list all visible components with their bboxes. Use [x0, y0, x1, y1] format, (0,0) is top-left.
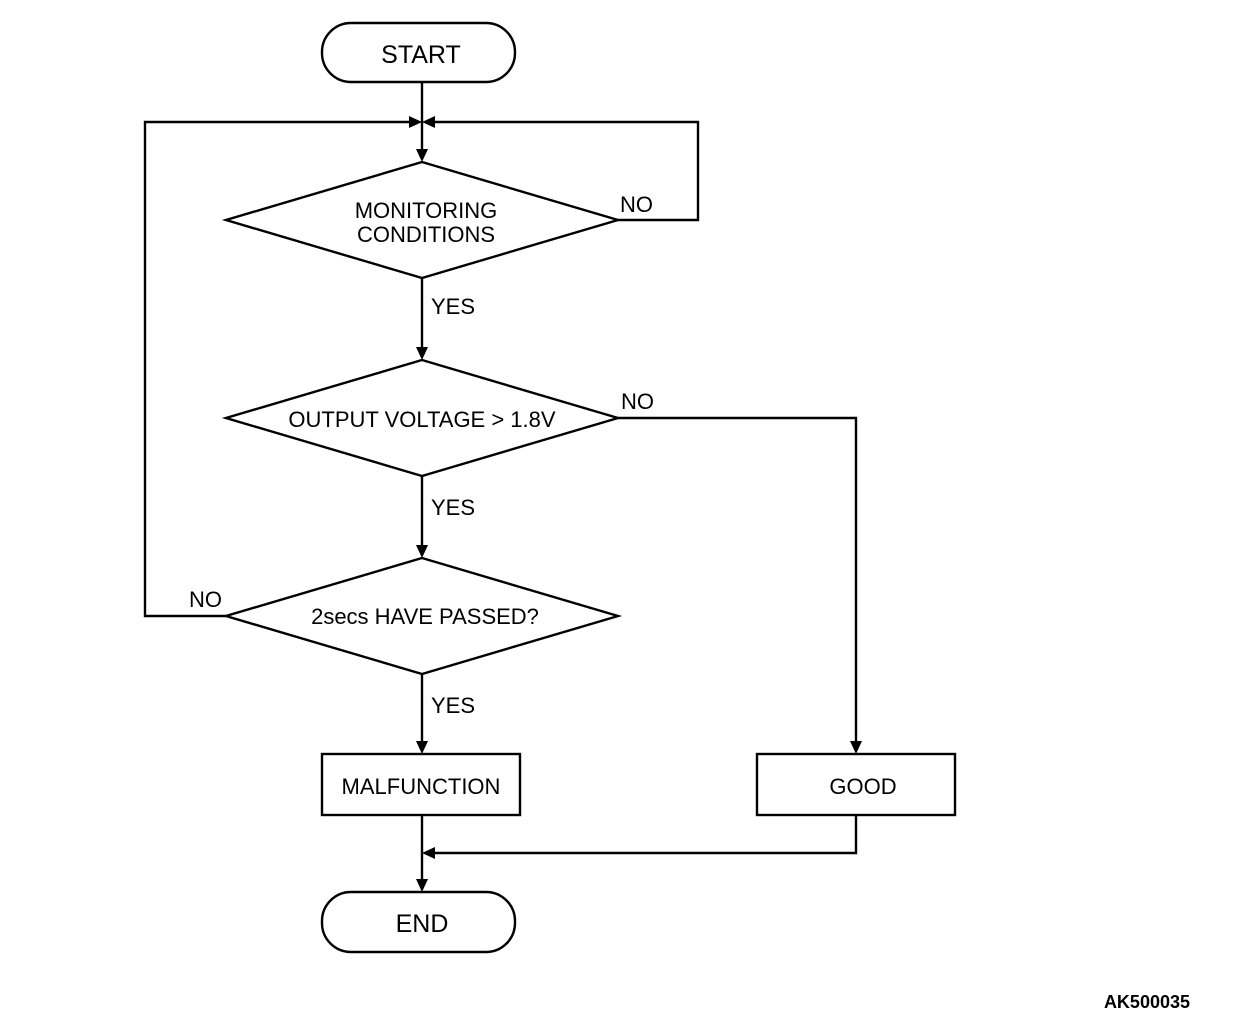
good-label: GOOD	[829, 774, 896, 799]
malfunction-label: MALFUNCTION	[342, 774, 501, 799]
voltage-label: OUTPUT VOLTAGE > 1.8V	[288, 407, 555, 432]
edge-monitoring-no	[432, 120, 700, 222]
edge-good-end	[432, 815, 858, 855]
arrowheads	[409, 116, 862, 892]
monitoring-decision: MONITORING CONDITIONS	[221, 160, 623, 280]
time-decision: 2secs HAVE PASSED?	[221, 556, 623, 676]
start-terminal: START	[320, 21, 517, 84]
branch-labels: NO YES NO YES NO YES	[189, 192, 654, 718]
edge-time-no	[143, 120, 412, 618]
monitoring-no-label: NO	[620, 192, 653, 217]
monitoring-label-line2: CONDITIONS	[357, 222, 495, 247]
monitoring-yes-label: YES	[431, 294, 475, 319]
voltage-yes-label: YES	[431, 495, 475, 520]
edge-voltage-no	[618, 416, 858, 744]
arrow-left-end-merge	[422, 847, 435, 859]
arrow-down-good	[850, 741, 862, 754]
malfunction-process: MALFUNCTION	[320, 752, 522, 817]
arrow-down-voltage	[416, 347, 428, 360]
voltage-decision: OUTPUT VOLTAGE > 1.8V	[221, 358, 623, 478]
arrow-left-merge	[422, 116, 435, 128]
good-process: GOOD	[755, 752, 957, 817]
voltage-no-label: NO	[621, 389, 654, 414]
end-terminal: END	[320, 890, 517, 954]
arrow-down-malfunction	[416, 741, 428, 754]
start-label: START	[381, 41, 461, 69]
end-label: END	[396, 910, 449, 938]
monitoring-label-line1: MONITORING	[355, 198, 498, 223]
time-yes-label: YES	[431, 693, 475, 718]
connectors	[143, 82, 858, 882]
time-label: 2secs HAVE PASSED?	[311, 604, 539, 629]
arrow-down-end	[416, 879, 428, 892]
arrow-right-merge	[409, 116, 422, 128]
figure-code: AK500035	[1104, 992, 1190, 1012]
arrow-down-time	[416, 545, 428, 558]
time-no-label: NO	[189, 587, 222, 612]
arrow-down-monitoring	[416, 149, 428, 162]
